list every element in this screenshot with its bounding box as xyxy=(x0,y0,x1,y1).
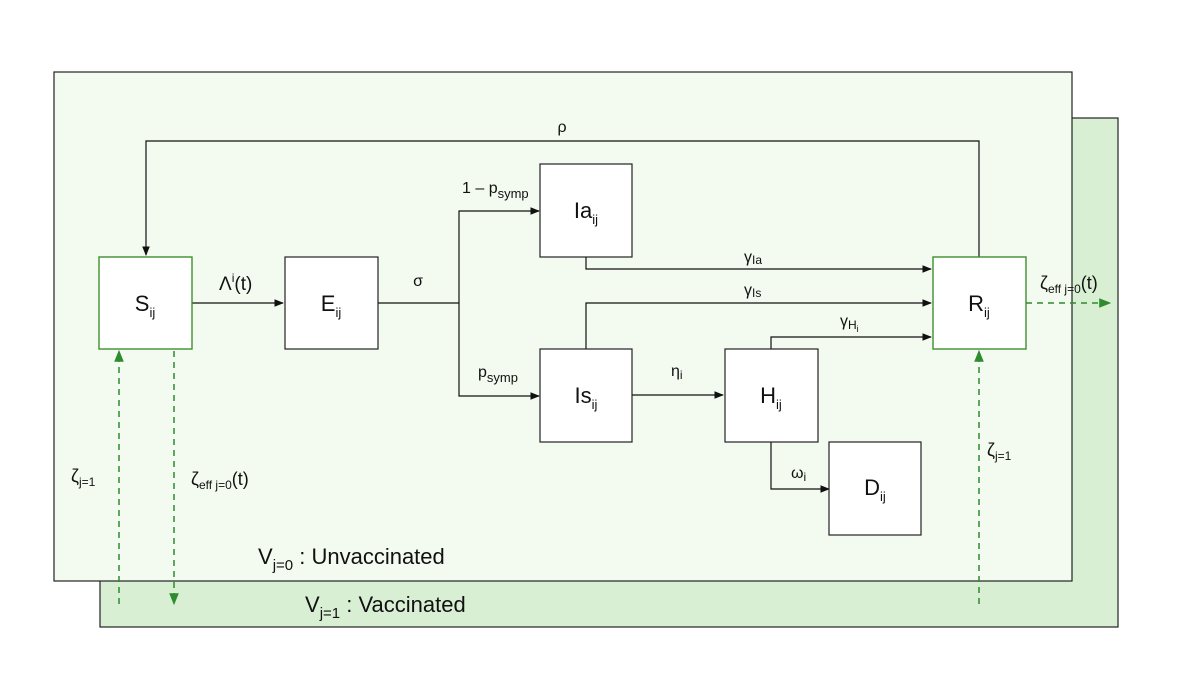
node-r-label: Rij xyxy=(968,291,990,320)
rate-omega-label: ωi xyxy=(791,465,806,484)
rate-psymp-label: psymp xyxy=(478,364,518,385)
flow-is-to-r xyxy=(585,299,932,349)
rate-lambda-label: Λi(t) xyxy=(219,271,252,295)
rate-sigma-label: σ xyxy=(413,273,423,290)
node-ia-label: Iaij xyxy=(574,198,598,227)
node-h-label: Hij xyxy=(760,383,782,412)
node-e-box xyxy=(284,256,379,350)
node-is-label: Isij xyxy=(575,383,598,412)
flow-h-to-d xyxy=(770,442,830,493)
flow-split-to-is xyxy=(458,303,540,400)
node-r-box xyxy=(932,256,1027,350)
flow-r-to-s-rho xyxy=(142,140,980,257)
rate-gamma-ia-label: γIa xyxy=(744,249,762,267)
rate-zeta-eff-r-label: ζeff j=0(t) xyxy=(1040,273,1098,296)
vaccinated-layer-label: Vj=1 : Vaccinated xyxy=(305,592,466,622)
rate-gamma-is-label: γIs xyxy=(744,282,761,300)
rate-rho-label: ρ xyxy=(557,119,566,136)
node-e-label: Eij xyxy=(321,291,342,320)
flow-ia-to-r xyxy=(585,257,932,273)
rate-one-minus-psymp-label: 1 – psymp xyxy=(462,180,529,201)
node-d-box xyxy=(828,441,922,536)
rate-zeta-s-label: ζj=1 xyxy=(71,466,96,489)
flow-split-to-ia xyxy=(458,207,540,303)
rate-gamma-h-label: γHi xyxy=(840,313,859,334)
node-s-label: Sij xyxy=(135,291,156,320)
node-h-box xyxy=(724,348,819,443)
node-is-box xyxy=(539,348,633,443)
node-d-label: Dij xyxy=(864,475,886,504)
node-ia-box xyxy=(539,163,633,258)
node-s-box xyxy=(98,256,193,350)
rate-zeta-eff-s-label: ζeff j=0(t) xyxy=(191,469,249,492)
unvaccinated-layer-label: Vj=0 : Unvaccinated xyxy=(258,544,445,574)
rate-eta-label: ηi xyxy=(671,363,683,382)
flow-h-to-r xyxy=(770,333,932,349)
rate-zeta-r-label: ζj=1 xyxy=(987,440,1012,463)
